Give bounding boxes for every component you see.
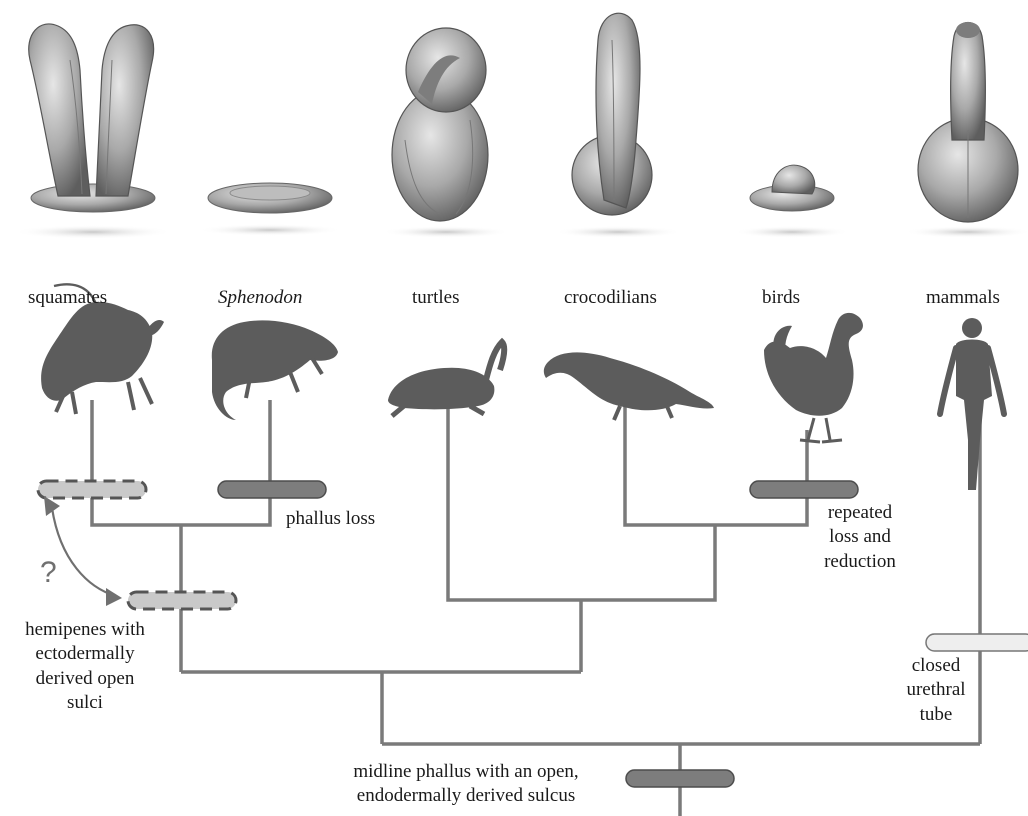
taxon-label-mammals: mammals [926, 286, 1000, 310]
human-icon [940, 318, 1004, 490]
branch-turtles-archosaurs [448, 400, 715, 600]
hemipenes-line-3: derived open [0, 667, 170, 691]
closed-urethral-line-3: tube [896, 703, 976, 727]
phallus-model-turtles [382, 28, 510, 238]
bar-sphenodon-loss [218, 481, 326, 498]
hemipenes-line-4: sulci [0, 691, 170, 715]
taxon-label-birds: birds [762, 286, 800, 310]
phallus-model-mammals [904, 22, 1028, 238]
repeated-loss-line-2: loss and [800, 525, 920, 549]
tuatara-icon [212, 320, 338, 420]
root-phallus-line-2: endodermally derived sulcus [306, 784, 626, 808]
hemipenes-line-1: hemipenes with [0, 618, 170, 642]
taxon-label-turtles: turtles [412, 286, 460, 310]
closed-urethral-label: closed urethral tube [896, 654, 976, 727]
root-phallus-label: midline phallus with an open, endodermal… [306, 760, 626, 809]
phallus-loss-label: phallus loss [286, 507, 375, 531]
branch-crocodilians-birds [625, 400, 807, 525]
hemipenes-line-2: ectodermally [0, 642, 170, 666]
phallus-model-birds [734, 165, 850, 238]
question-mark: ? [40, 556, 57, 590]
bar-hemipenes-dashed [128, 592, 236, 609]
bar-root-phallus [626, 770, 734, 787]
bar-birds-loss [750, 481, 858, 498]
taxon-label-squamates: squamates [28, 286, 107, 310]
phallus-model-crocodilians [554, 13, 682, 238]
taxon-label-sphenodon: Sphenodon [218, 286, 302, 310]
repeated-loss-line-1: repeated [800, 501, 920, 525]
phallus-model-squamates [13, 24, 173, 239]
root-phallus-line-1: midline phallus with an open, [306, 760, 626, 784]
rooster-icon [764, 313, 863, 442]
hemipenes-label: hemipenes with ectodermally derived open… [0, 618, 170, 715]
bar-squamates-dashed [38, 481, 146, 498]
closed-urethral-line-1: closed [896, 654, 976, 678]
phallus-model-sphenodon [198, 183, 342, 236]
bar-mammals-closed [926, 634, 1028, 651]
taxon-label-crocodilians: crocodilians [564, 286, 657, 310]
repeated-loss-line-3: reduction [800, 550, 920, 574]
crocodile-icon [544, 352, 714, 420]
closed-urethral-line-2: urethral [896, 678, 976, 702]
branch-squamates-sphenodon [92, 400, 270, 525]
repeated-loss-label: repeated loss and reduction [800, 501, 920, 574]
turtle-icon [388, 342, 504, 416]
